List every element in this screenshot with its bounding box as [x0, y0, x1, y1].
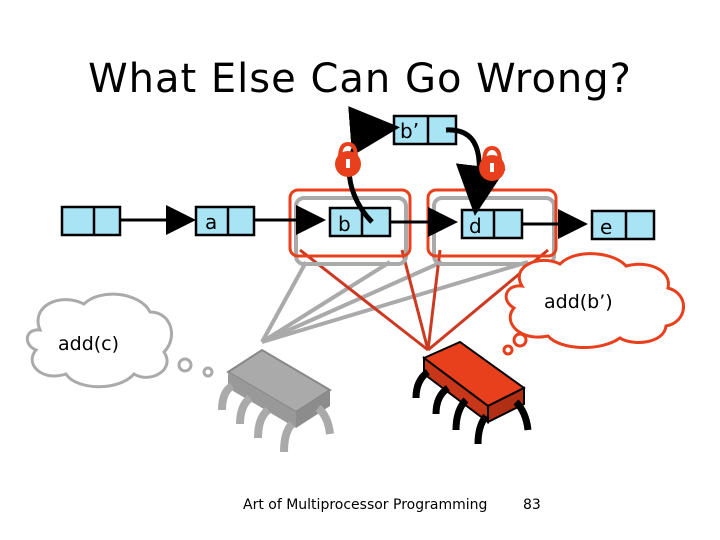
node-a-label: a	[205, 210, 217, 234]
thought-cloud-add-bprime: add(b’)	[504, 254, 684, 354]
node-head	[62, 207, 120, 235]
grey-thread-lines	[262, 262, 528, 342]
grey-thread-chip-icon	[222, 350, 330, 452]
thought-text-add-bprime: add(b’)	[544, 291, 613, 313]
lock-icon-right	[479, 148, 505, 181]
node-b-prime-label: b’	[400, 119, 419, 143]
node-b: b	[330, 208, 390, 236]
footer-text: Art of Multiprocessor Programming	[243, 497, 487, 513]
red-thread-chip-icon	[416, 342, 528, 444]
node-d: d	[462, 210, 522, 238]
thought-cloud-add-c: add(c)	[27, 294, 212, 387]
page-number: 83	[523, 497, 541, 513]
node-b-label: b	[338, 212, 351, 236]
node-e: e	[592, 211, 654, 239]
node-d-label: d	[469, 214, 482, 238]
lock-icon-left	[335, 144, 361, 177]
node-e-label: e	[600, 215, 612, 239]
node-a: a	[196, 207, 254, 235]
thought-text-add-c: add(c)	[58, 333, 119, 355]
